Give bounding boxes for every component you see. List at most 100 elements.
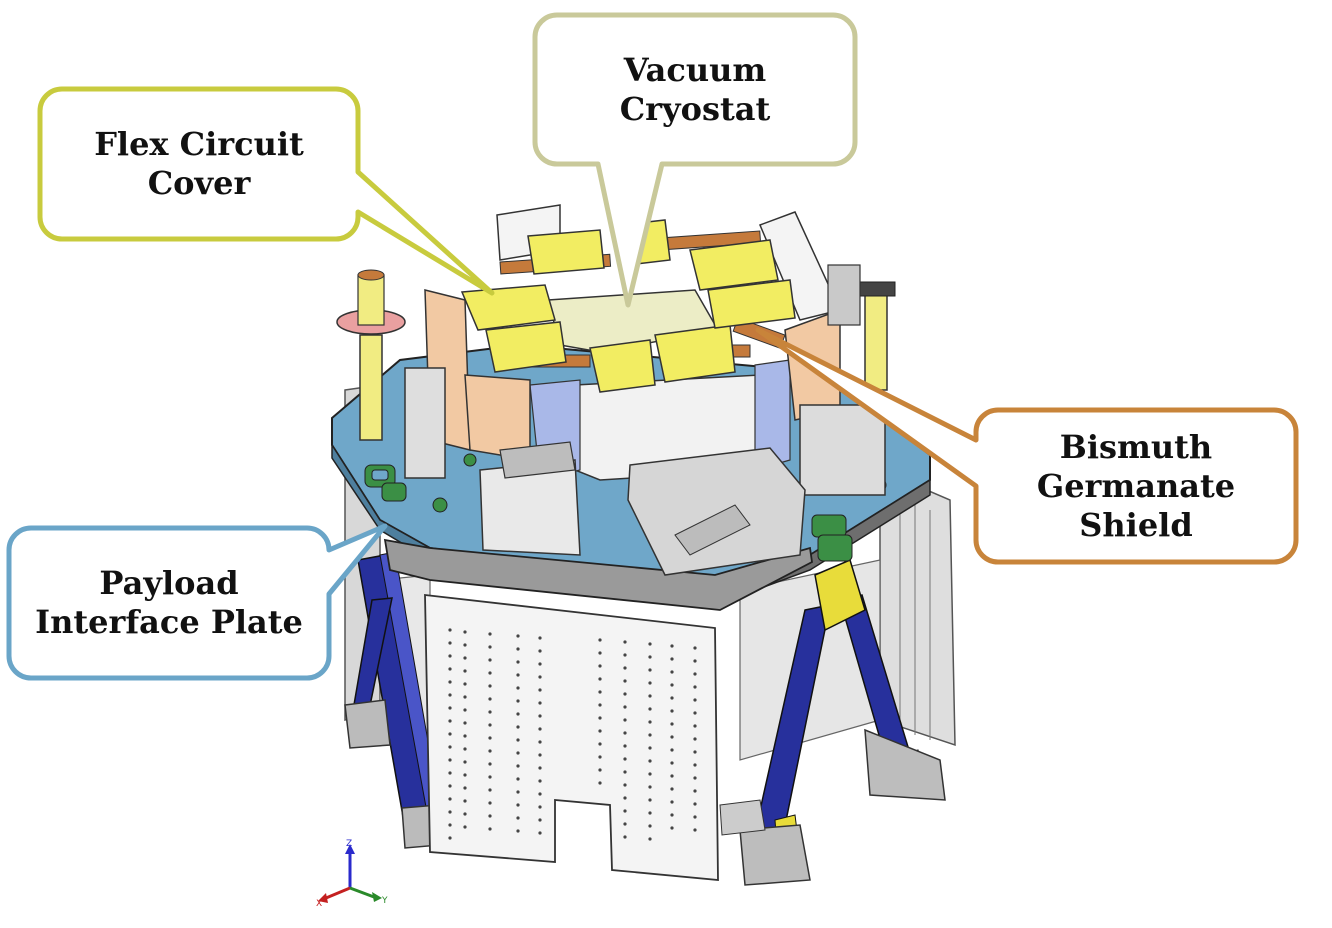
panel-hole bbox=[463, 669, 467, 673]
panel-hole bbox=[693, 789, 697, 793]
panel-hole bbox=[693, 685, 697, 689]
panel-hole bbox=[448, 628, 452, 632]
panel-hole bbox=[516, 686, 520, 690]
panel-hole bbox=[648, 824, 652, 828]
panel-hole bbox=[516, 660, 520, 664]
axis-triad: Z X Y bbox=[316, 839, 388, 909]
panel-hole bbox=[538, 727, 542, 731]
panel-hole bbox=[516, 764, 520, 768]
panel-hole bbox=[488, 710, 492, 714]
panel-hole bbox=[693, 672, 697, 676]
panel-hole bbox=[463, 630, 467, 634]
panel-hole bbox=[448, 654, 452, 658]
panel-hole bbox=[538, 649, 542, 653]
label-vacuum-cryostat-line-1: Vacuum bbox=[623, 50, 767, 89]
panel-hole bbox=[598, 742, 602, 746]
panel-hole bbox=[693, 737, 697, 741]
panel-hole bbox=[598, 703, 602, 707]
panel-hole bbox=[693, 750, 697, 754]
panel-hole bbox=[598, 781, 602, 785]
panel-hole bbox=[648, 720, 652, 724]
panel-hole bbox=[598, 638, 602, 642]
panel-hole bbox=[693, 724, 697, 728]
flex-circuit-covers bbox=[460, 219, 796, 393]
panel-hole bbox=[648, 837, 652, 841]
panel-hole bbox=[598, 755, 602, 759]
panel-hole bbox=[538, 792, 542, 796]
panel-hole bbox=[488, 645, 492, 649]
panel-hole bbox=[488, 684, 492, 688]
panel-hole bbox=[516, 751, 520, 755]
callout-bgo-shield bbox=[755, 327, 1299, 565]
plate-rim bbox=[383, 538, 813, 611]
panel-hole bbox=[463, 747, 467, 751]
panel-hole bbox=[516, 699, 520, 703]
panel-hole bbox=[623, 653, 627, 657]
panel-hole bbox=[648, 694, 652, 698]
panel-hole bbox=[598, 768, 602, 772]
label-payload-plate: Payload Interface Plate bbox=[11, 530, 327, 676]
panel-hole bbox=[463, 799, 467, 803]
panel-hole bbox=[648, 759, 652, 763]
panel-hole bbox=[648, 642, 652, 646]
callout-payload-plate bbox=[6, 523, 388, 681]
panel-hole bbox=[623, 718, 627, 722]
panel-hole bbox=[693, 698, 697, 702]
panel-hole bbox=[463, 682, 467, 686]
panel-hole bbox=[648, 798, 652, 802]
panel-hole bbox=[623, 835, 627, 839]
panel-hole bbox=[516, 673, 520, 677]
panel-hole bbox=[648, 733, 652, 737]
panel-hole bbox=[623, 705, 627, 709]
label-payload-plate-line-2: Interface Plate bbox=[35, 603, 303, 641]
panel-hole bbox=[488, 775, 492, 779]
panel-hole bbox=[488, 801, 492, 805]
panel-hole bbox=[670, 813, 674, 817]
panel-hole bbox=[516, 803, 520, 807]
panel-hole bbox=[670, 657, 674, 661]
panel-hole bbox=[623, 679, 627, 683]
panel-hole bbox=[693, 815, 697, 819]
panel-hole bbox=[463, 760, 467, 764]
panel-hole bbox=[516, 790, 520, 794]
panel-hole bbox=[448, 784, 452, 788]
panel-hole bbox=[488, 788, 492, 792]
panel-hole bbox=[648, 785, 652, 789]
panel-hole bbox=[538, 766, 542, 770]
panel-hole bbox=[448, 836, 452, 840]
front-panel bbox=[424, 593, 719, 881]
label-bgo-shield-line-1: Bismuth bbox=[1059, 427, 1213, 466]
panel-hole bbox=[623, 744, 627, 748]
panel-hole bbox=[623, 796, 627, 800]
panel-hole bbox=[648, 811, 652, 815]
electronics-boxes bbox=[479, 441, 806, 576]
panel-hole bbox=[670, 644, 674, 648]
panel-hole bbox=[693, 828, 697, 832]
panel-hole bbox=[648, 668, 652, 672]
panel-hole bbox=[693, 802, 697, 806]
panel-hole bbox=[648, 772, 652, 776]
panel-hole bbox=[538, 740, 542, 744]
panel-hole bbox=[623, 783, 627, 787]
panel-hole bbox=[648, 707, 652, 711]
panel-hole bbox=[623, 822, 627, 826]
panel-hole bbox=[448, 641, 452, 645]
panel-hole bbox=[598, 690, 602, 694]
panel-hole bbox=[670, 709, 674, 713]
panel-hole bbox=[623, 770, 627, 774]
panel-hole bbox=[463, 786, 467, 790]
axis-label-x: X bbox=[316, 899, 322, 909]
panel-hole bbox=[670, 826, 674, 830]
panel-hole bbox=[516, 712, 520, 716]
label-flex-circuit-cover-line-2: Cover bbox=[147, 164, 251, 202]
panel-hole bbox=[448, 719, 452, 723]
panel-hole bbox=[670, 761, 674, 765]
panel-hole bbox=[598, 664, 602, 668]
panel-hole bbox=[463, 721, 467, 725]
panel-hole bbox=[463, 643, 467, 647]
panel-hole bbox=[516, 634, 520, 638]
panel-hole bbox=[623, 731, 627, 735]
panel-hole bbox=[623, 757, 627, 761]
label-bgo-shield: Bismuth Germanate Shield bbox=[978, 412, 1294, 560]
panel-hole bbox=[448, 706, 452, 710]
